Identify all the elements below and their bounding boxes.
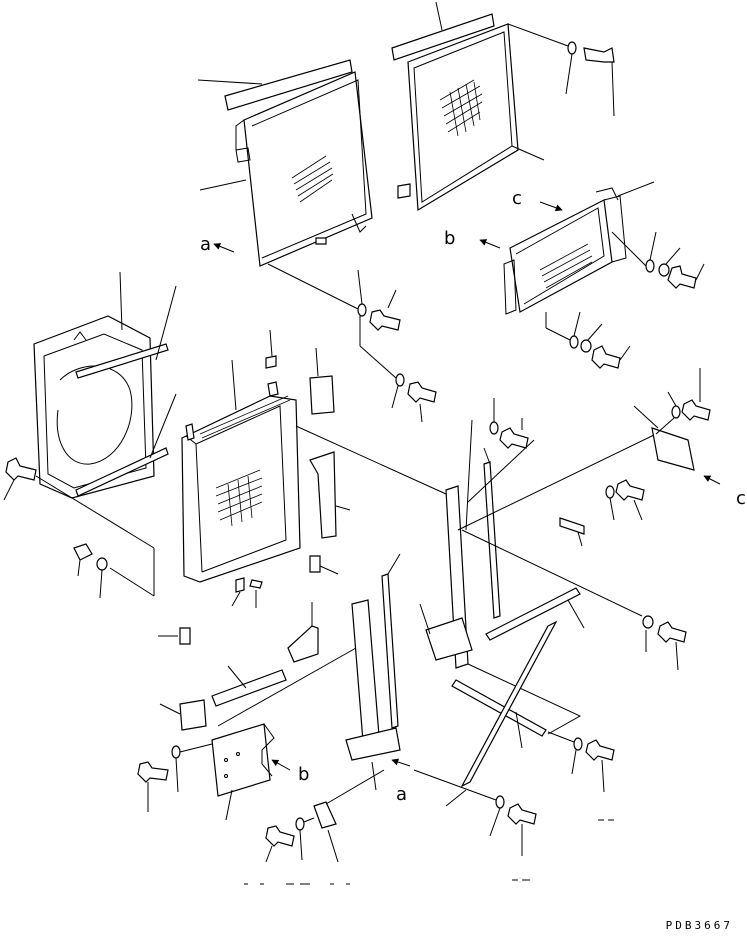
- bolt-lower-right: [508, 804, 536, 824]
- seal-block-small: [180, 628, 190, 644]
- washer-cooler-b2: [581, 340, 591, 352]
- bolt-bracket-c: [682, 400, 710, 420]
- leader-seal-strip: [436, 2, 442, 30]
- washer-right-1: [606, 486, 614, 498]
- bolt-plate: [138, 762, 168, 782]
- cross-stay: [486, 588, 580, 640]
- clip-2: [250, 580, 262, 588]
- bolt-right-2: [658, 622, 686, 642]
- washer-lower-left: [296, 818, 304, 830]
- callout-a-lower: a: [396, 784, 407, 805]
- bolt-shroud: [6, 458, 36, 480]
- leader-grille: [200, 180, 246, 190]
- bolt-lower-left: [266, 826, 294, 846]
- cooler-fins: [540, 244, 592, 288]
- plate-lower: [314, 802, 336, 828]
- callout-b-upper: b: [444, 228, 455, 249]
- seal-strip-lower: [212, 670, 286, 706]
- upper-screen-panel: [392, 2, 614, 210]
- grille-frame: [244, 72, 372, 266]
- washer-lower-right: [496, 796, 504, 808]
- washer-mid: [490, 422, 498, 434]
- right-frame: c: [414, 368, 746, 856]
- callout-c-right: c: [736, 488, 746, 509]
- grille-vent-pattern: [292, 156, 333, 202]
- washer-bracket-c: [672, 406, 680, 418]
- drain-plug: [74, 544, 92, 560]
- shroud-seal-top: [76, 344, 168, 378]
- bracket-c: [652, 428, 694, 470]
- bracket-block: [310, 376, 334, 414]
- fan-shroud: [4, 272, 176, 596]
- cooler-core: [510, 200, 612, 312]
- shroud-seal-bottom: [76, 448, 168, 496]
- screen-mesh-pattern: [440, 80, 482, 136]
- center-bracket: a: [266, 554, 410, 862]
- washer-a1: [358, 304, 366, 316]
- screen-seal-strip: [392, 14, 494, 60]
- drain-washer: [97, 558, 107, 570]
- callout-a-upper: a: [200, 234, 211, 255]
- bracket-base: [346, 728, 400, 760]
- upper-grille-panel: [198, 60, 372, 266]
- small-plate: [560, 518, 584, 534]
- stay-rod: [484, 462, 500, 618]
- bolt-cooler-c: [668, 266, 696, 288]
- washer-cooler-b1: [570, 336, 578, 348]
- bracket-long: [310, 452, 336, 538]
- screen-clip: [398, 184, 410, 198]
- grille-clip: [316, 238, 326, 244]
- washer-cooler-c2: [659, 264, 669, 276]
- cap-part: [266, 356, 276, 368]
- bottom-marks: [244, 820, 614, 884]
- foam-strip-top: [225, 60, 352, 110]
- bolt-group-a-upper: a: [200, 234, 436, 422]
- callout-b-lower: b: [298, 764, 309, 785]
- seal-pad: [180, 700, 206, 730]
- washer-right-2: [643, 616, 653, 628]
- leader-screen: [512, 146, 544, 160]
- bolt-right-1: [616, 480, 644, 500]
- bolt-a2: [408, 382, 436, 402]
- bolt-cooler-b: [592, 346, 620, 368]
- diagonal-brace: [462, 622, 556, 786]
- radiator-fins-top: [200, 396, 290, 438]
- radiator-bracket: [186, 424, 194, 440]
- radiator-core-pattern: [216, 470, 262, 526]
- washer-right-3: [574, 738, 582, 750]
- bolt-a1: [370, 310, 400, 330]
- radiator-cap: [268, 382, 278, 396]
- clip-1: [236, 578, 244, 592]
- callout-c-upper: c: [512, 188, 522, 209]
- bolt-right-3: [586, 740, 614, 760]
- washer-cooler-c1: [646, 260, 654, 272]
- leader-foam-strip: [198, 80, 262, 84]
- washer-plate: [172, 746, 180, 758]
- spacer-block: [310, 556, 320, 572]
- radiator: [74, 330, 446, 608]
- oil-cooler: c b: [444, 182, 704, 368]
- stay-foot: [426, 618, 472, 660]
- document-code: PDB3667: [665, 919, 733, 932]
- lower-left-parts: b: [138, 602, 356, 820]
- wing-bolt-upper-right: [584, 48, 614, 62]
- washer-a2: [396, 374, 404, 386]
- side-plate-b: [212, 724, 270, 796]
- bolt-mid: [500, 428, 528, 448]
- seal-wedge: [288, 626, 318, 662]
- washer-upper-right: [568, 42, 576, 54]
- upright-strip: [382, 574, 398, 728]
- bracket-upright: [352, 600, 380, 754]
